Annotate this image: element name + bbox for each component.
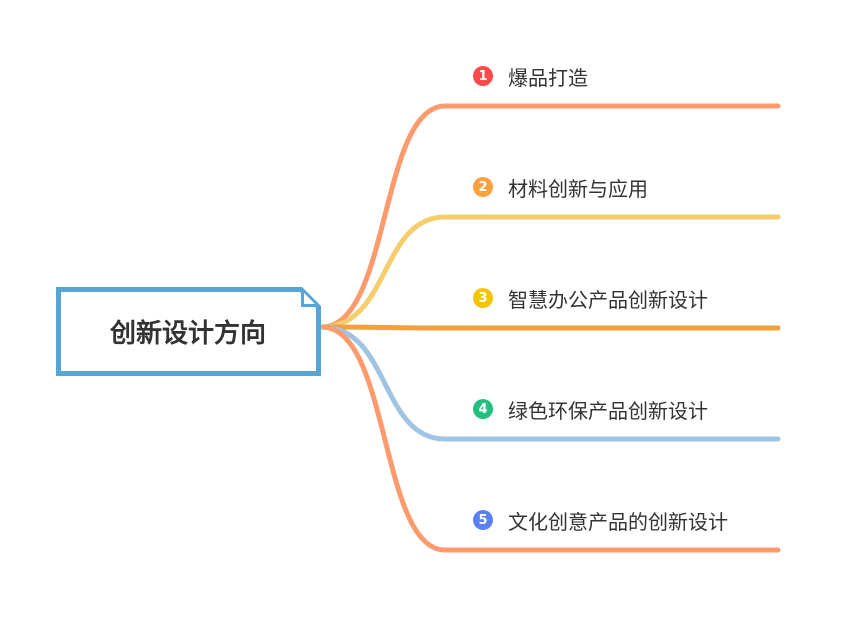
branch-node-1[interactable]: 1 爆品打造 [473,64,588,90]
branch-label: 文化创意产品的创新设计 [508,509,728,534]
branch-label: 爆品打造 [508,65,588,90]
root-node-border [56,287,321,376]
branch-node-3[interactable]: 3 智慧办公产品创新设计 [473,286,708,312]
branch-label: 材料创新与应用 [508,176,648,201]
number-badge-icon: 1 [473,66,493,86]
root-node-title[interactable]: 创新设计方向 [109,318,266,349]
number-badge-icon: 2 [473,177,493,197]
number-badge-icon: 4 [473,399,493,419]
branch-line-2 [319,214,781,330]
folded-corner-inner [304,293,315,304]
branch-node-5[interactable]: 5 文化创意产品的创新设计 [473,508,728,534]
branch-node-2[interactable]: 2 材料创新与应用 [473,175,648,201]
branch-label: 绿色环保产品创新设计 [508,398,708,423]
branch-line-3 [319,324,781,331]
number-badge-icon: 3 [473,288,493,308]
branch-line-1 [319,103,781,330]
number-badge-icon: 5 [473,510,493,530]
branch-line-4 [319,324,781,442]
branch-node-4[interactable]: 4 绿色环保产品创新设计 [473,397,708,423]
branch-label: 智慧办公产品创新设计 [508,287,708,312]
branch-line-5 [319,324,781,553]
